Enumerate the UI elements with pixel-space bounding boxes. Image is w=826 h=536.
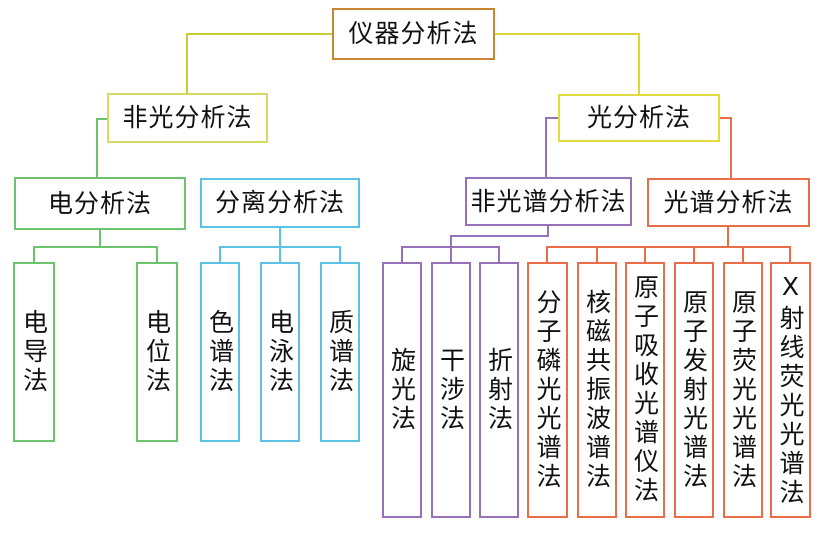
node-label-mass-spectrometry: 质谱法	[325, 308, 355, 396]
node-spectroscopic-analysis: 光谱分析法	[647, 178, 810, 227]
node-electrophoresis: 电泳法	[260, 262, 300, 442]
node-label-polarimetry: 旋光法	[387, 346, 417, 434]
node-atomic-emission-spectroscopy: 原子发射光谱法	[674, 262, 714, 518]
connector-electro-bus	[33, 246, 158, 262]
node-label-electrophoresis: 电泳法	[265, 308, 295, 396]
node-potentiometry: 电位法	[136, 262, 178, 442]
connector-optical-to-spectro	[720, 117, 732, 178]
connector-optical-to-non-spectro	[545, 117, 558, 177]
connector-root-to-optical	[495, 33, 640, 94]
connector-non-optical-to-electro	[96, 118, 107, 177]
node-label-atomic-fluorescence-spectroscopy: 原子荧光光谱法	[728, 288, 758, 492]
node-conductometry: 电导法	[13, 262, 55, 442]
node-polarimetry: 旋光法	[382, 262, 422, 518]
node-atomic-absorption-spectroscopy: 原子吸收光谱仪法	[625, 262, 665, 518]
connector-spectro-bus	[546, 246, 791, 262]
node-label-spectroscopic-analysis: 光谱分析法	[663, 187, 794, 217]
node-electroanalysis: 电分析法	[14, 177, 186, 230]
node-instrumental-analysis: 仪器分析法	[332, 8, 495, 60]
node-label-molecular-phosphorescence-spectroscopy: 分子磷光光谱法	[533, 288, 562, 492]
node-optical-analysis: 光分析法	[558, 94, 720, 142]
node-label-potentiometry: 电位法	[142, 308, 172, 396]
node-label-optical-analysis: 光分析法	[586, 103, 691, 133]
node-label-non-spectroscopic-analysis: 非光谱分析法	[470, 186, 627, 216]
node-non-optical-analysis: 非光分析法	[107, 93, 268, 143]
node-label-separation-analysis: 分离分析法	[214, 188, 345, 218]
node-nmr-spectroscopy: 核磁共振波谱法	[577, 262, 617, 518]
connector-non-spectro-feed	[450, 226, 549, 247]
node-chromatography: 色谱法	[200, 262, 240, 442]
node-mass-spectrometry: 质谱法	[320, 262, 360, 442]
node-xray-fluorescence-spectroscopy: X射线荧光光谱法	[770, 262, 811, 518]
connector-root-to-non-optical	[186, 33, 332, 93]
node-label-chromatography: 色谱法	[205, 308, 235, 396]
node-refractometry: 折射法	[479, 262, 519, 518]
node-label-non-optical-analysis: 非光分析法	[122, 103, 253, 133]
node-label-atomic-emission-spectroscopy: 原子发射光谱法	[679, 288, 709, 492]
node-separation-analysis: 分离分析法	[200, 178, 360, 228]
node-label-electroanalysis: 电分析法	[47, 188, 152, 218]
node-non-spectroscopic-analysis: 非光谱分析法	[465, 177, 632, 226]
node-label-conductometry: 电导法	[19, 308, 49, 396]
node-molecular-phosphorescence-spectroscopy: 分子磷光光谱法	[527, 262, 568, 518]
node-atomic-fluorescence-spectroscopy: 原子荧光光谱法	[723, 262, 763, 518]
node-label-interferometry: 干涉法	[436, 346, 466, 434]
node-label-refractometry: 折射法	[484, 346, 514, 434]
node-label-instrumental-analysis: 仪器分析法	[348, 19, 479, 49]
node-label-atomic-absorption-spectroscopy: 原子吸收光谱仪法	[630, 274, 660, 506]
node-interferometry: 干涉法	[431, 262, 471, 518]
node-label-xray-fluorescence-spectroscopy: X射线荧光光谱法	[776, 272, 805, 508]
node-label-nmr-spectroscopy: 核磁共振波谱法	[582, 288, 612, 492]
